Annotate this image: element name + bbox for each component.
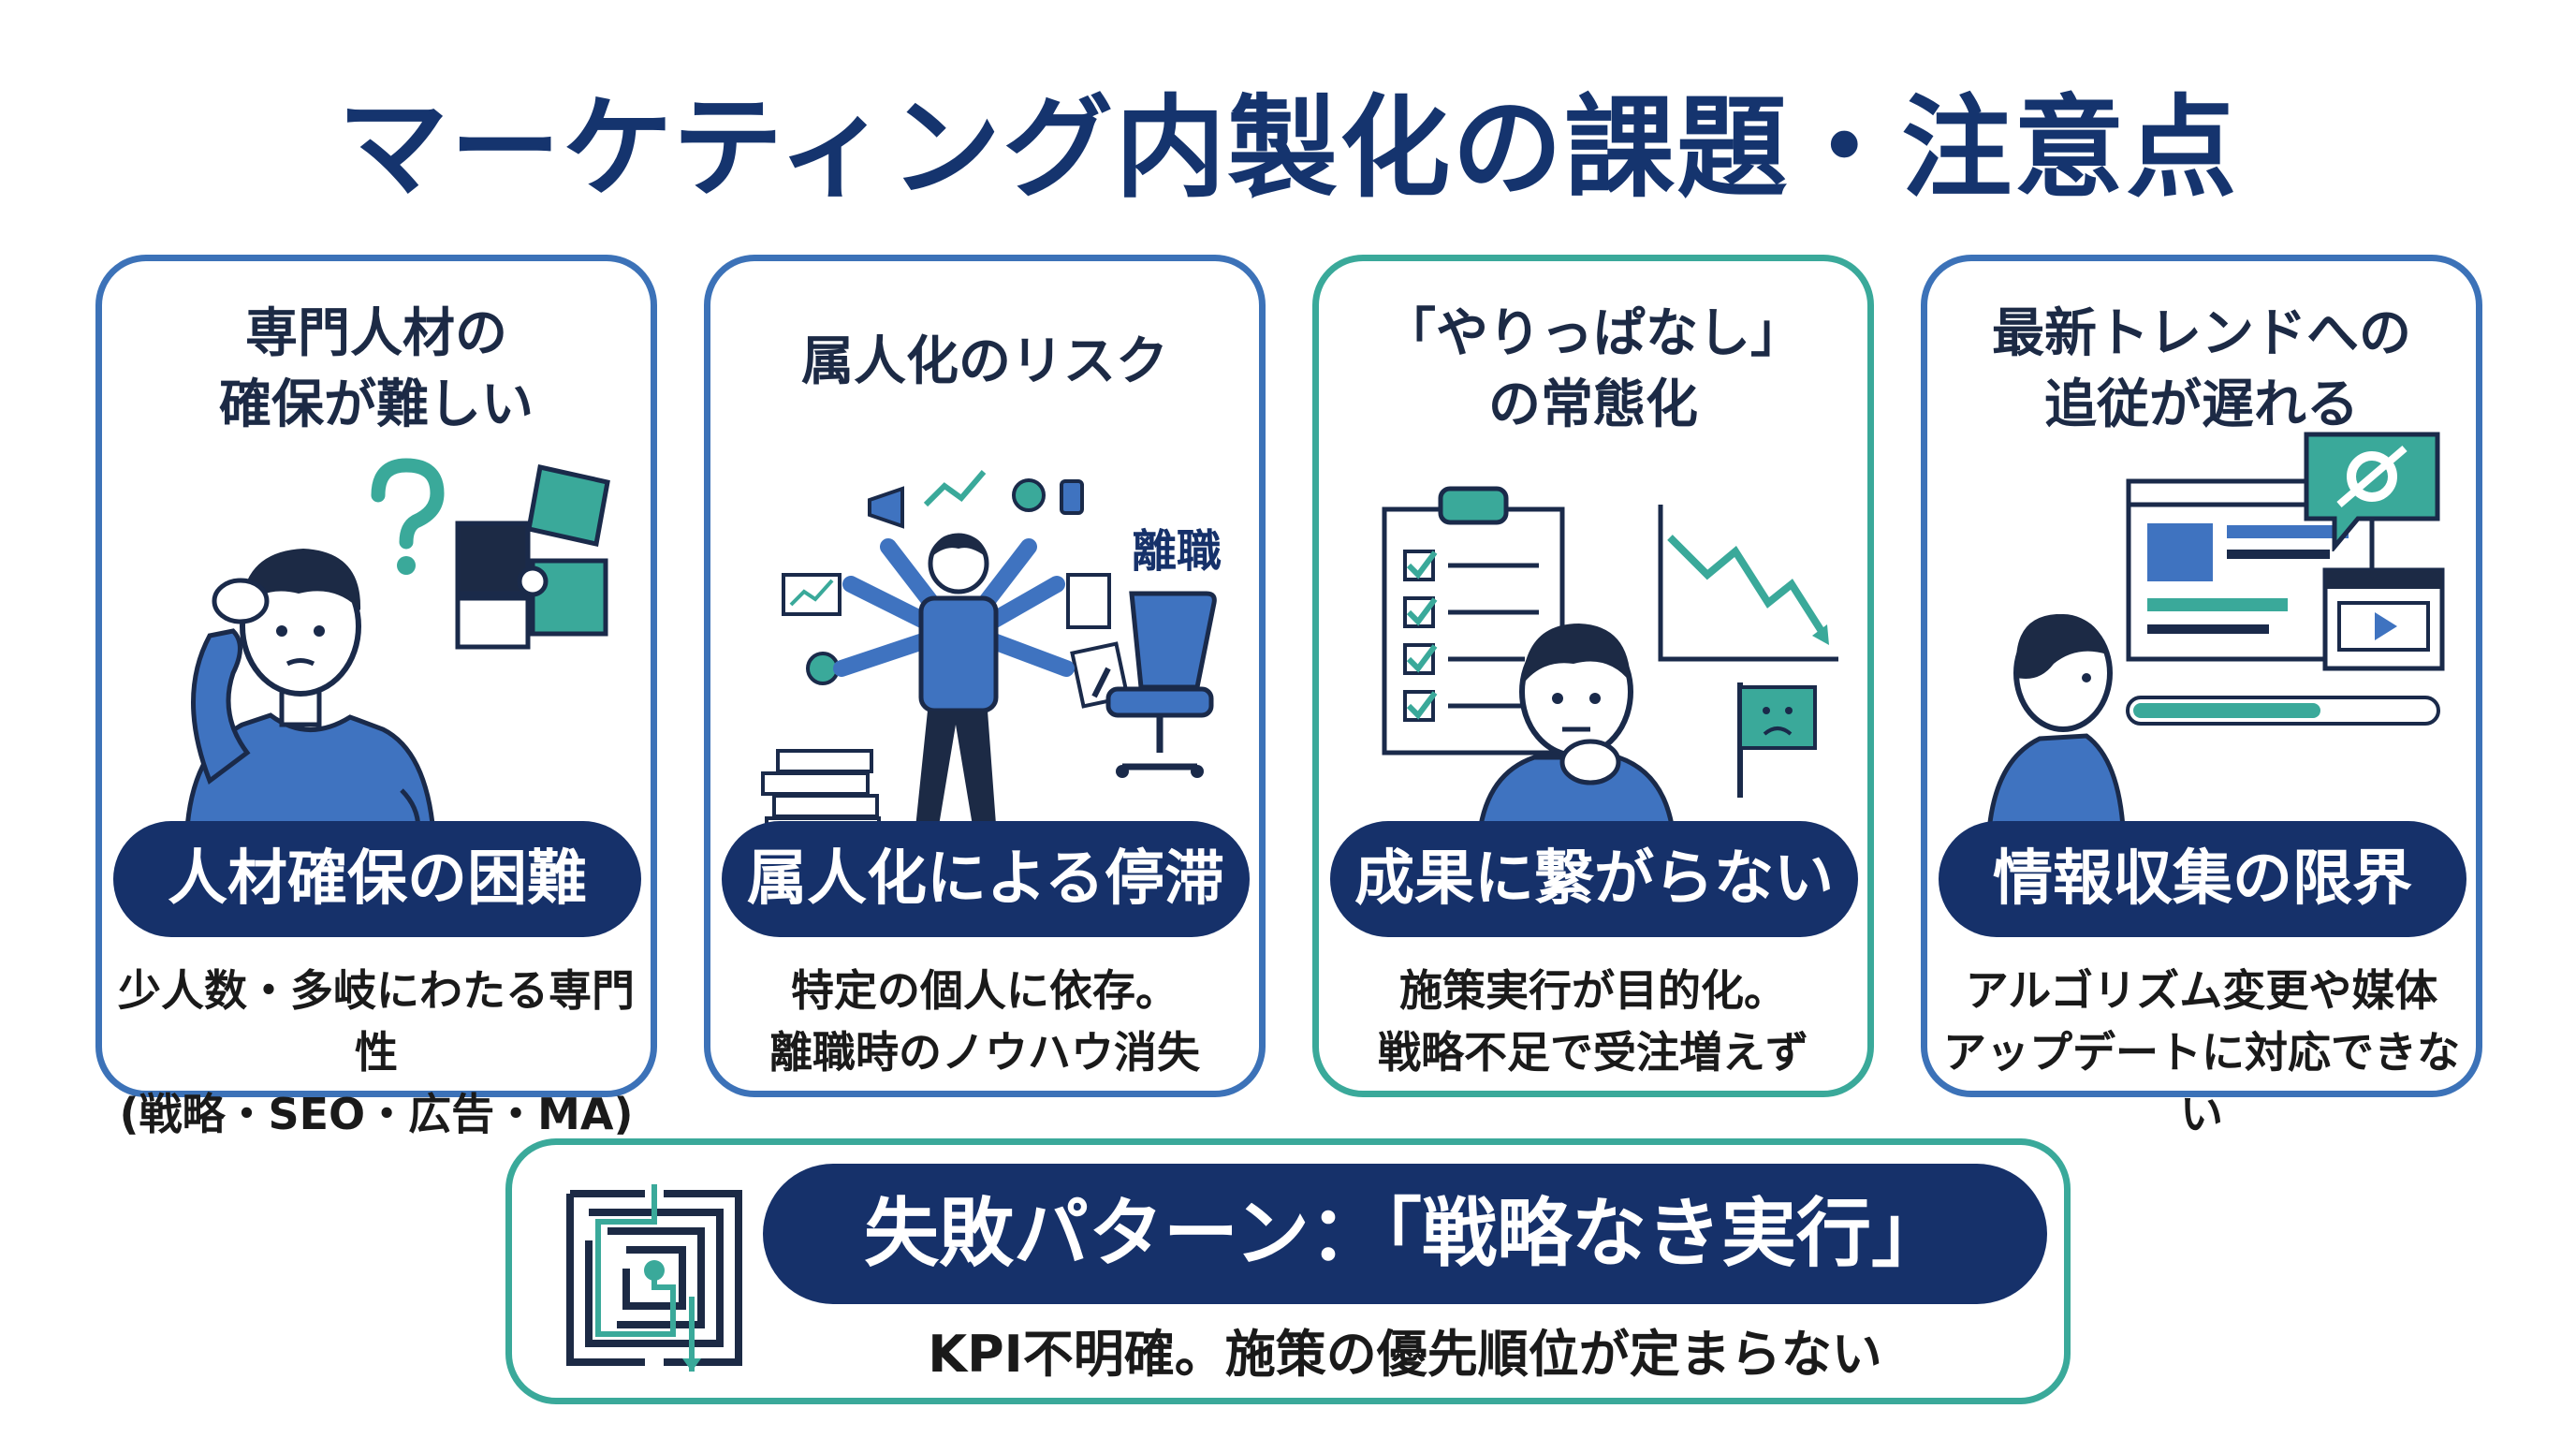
page-title: マーケティング内製化の課題・注意点 <box>337 83 2239 213</box>
video-window-icon <box>2322 567 2445 671</box>
card-dependency-risk: 属人化のリスク 離職 <box>704 255 1266 1097</box>
card-description: 施策実行が目的化。 戦略不足で受注増えず <box>1378 965 1808 1078</box>
person-side-icon <box>1985 614 2127 849</box>
card-description: 特定の個人に依存。 離職時のノウハウ消失 <box>769 965 1200 1078</box>
card-label-pill: 属人化による停滞 <box>722 821 1250 937</box>
progress-bar-icon <box>2126 696 2440 726</box>
card-label-pill: 情報収集の限界 <box>1939 821 2466 937</box>
card-heading: 「やりっぱなし」 の常態化 <box>1383 303 1803 435</box>
gear-update-icon <box>2304 432 2440 551</box>
maze-icon <box>566 1184 742 1372</box>
card-label-pill: 成果に繋がらない <box>1330 821 1858 937</box>
card-heading: 専門人材の 確保が難しい <box>219 303 534 435</box>
multitasking-person-icon <box>782 470 1130 837</box>
resignation-label: 離職 <box>1132 525 1222 578</box>
question-mark-icon <box>371 458 445 575</box>
card-description: アルゴリズム変更や媒体 アップデートに対応できない <box>1943 965 2460 1139</box>
sad-flag-icon <box>1737 682 1817 798</box>
card-label-pill: 人材確保の困難 <box>113 821 641 937</box>
failure-pattern-pill: 失敗パターン：「戦略なき実行」 <box>763 1164 2047 1304</box>
card-trend-lag: 最新トレンドへの 追従が遅れる 情報収集の限界 アルゴリズム変更や媒体 アップデ… <box>1921 255 2482 1139</box>
failure-pattern-banner: 失敗パターン：「戦略なき実行」 KPI不明確。施策の優先順位が定まらない <box>505 1138 2071 1404</box>
empty-office-chair-icon <box>1091 591 1217 778</box>
failure-pattern-description: KPI不明確。施策の優先順位が定まらない <box>928 1325 1882 1384</box>
card-description: 少人数・多岐にわたる専門性 (戦略・SEO・広告・MA) <box>118 965 635 1139</box>
card-execution-only: 「やりっぱなし」 の常態化 <box>1312 255 1874 1097</box>
person-thinking-icon <box>183 549 437 849</box>
card-heading: 属人化のリスク <box>801 331 1168 392</box>
card-talent-shortage: 専門人材の 確保が難しい 人材確保の困難 少人数・多岐にわたる専門性 (戦略・S… <box>95 255 657 1139</box>
puzzle-icon <box>455 463 610 650</box>
declining-chart-icon <box>1658 505 1838 662</box>
card-heading: 最新トレンドへの 追従が遅れる <box>1992 303 2411 435</box>
